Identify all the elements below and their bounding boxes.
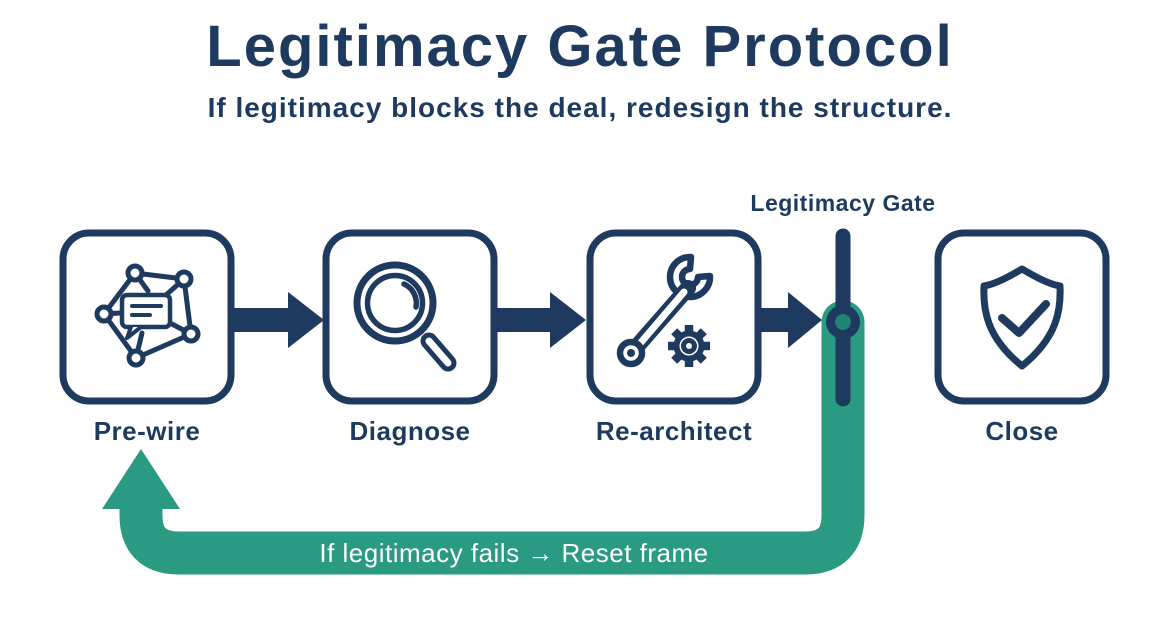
page-subtitle: If legitimacy blocks the deal, redesign … xyxy=(208,92,953,123)
feedback-loop: If legitimacy fails → Reset frame xyxy=(102,300,865,575)
step-label: Pre-wire xyxy=(94,416,201,446)
arrow-head xyxy=(550,292,586,348)
step-label: Diagnose xyxy=(349,416,470,446)
step-box xyxy=(586,229,762,405)
step-prewire: Pre-wire xyxy=(59,229,235,446)
step-close: Close xyxy=(934,229,1110,446)
legitimacy-gate: Legitimacy Gate xyxy=(750,190,935,407)
magnifying-glass-icon xyxy=(353,261,457,372)
arrow-shaft xyxy=(492,308,552,332)
gate-knob xyxy=(826,305,860,339)
flow-arrow-3 xyxy=(757,292,822,348)
arrow-head xyxy=(288,292,324,348)
arrow-shaft xyxy=(230,308,290,332)
flow-arrow-1 xyxy=(230,292,324,348)
network-chat-icon xyxy=(94,263,201,368)
step-label: Re-architect xyxy=(596,416,752,446)
feedback-loop-path xyxy=(119,300,865,575)
gate-label: Legitimacy Gate xyxy=(750,190,935,216)
step-label: Close xyxy=(985,416,1058,446)
step-diagnose: Diagnose xyxy=(322,229,498,446)
feedback-loop-arrowhead xyxy=(102,449,180,509)
step-rearchitect: Re-architect xyxy=(586,229,762,446)
page-title: Legitimacy Gate Protocol xyxy=(206,14,953,79)
arrow-shaft xyxy=(757,308,791,332)
shield-check-icon xyxy=(980,265,1064,370)
feedback-loop-label: If legitimacy fails → Reset frame xyxy=(319,538,708,568)
arrow-head xyxy=(788,292,822,348)
wrench-gear-icon xyxy=(616,253,714,368)
flow-arrow-2 xyxy=(492,292,586,348)
